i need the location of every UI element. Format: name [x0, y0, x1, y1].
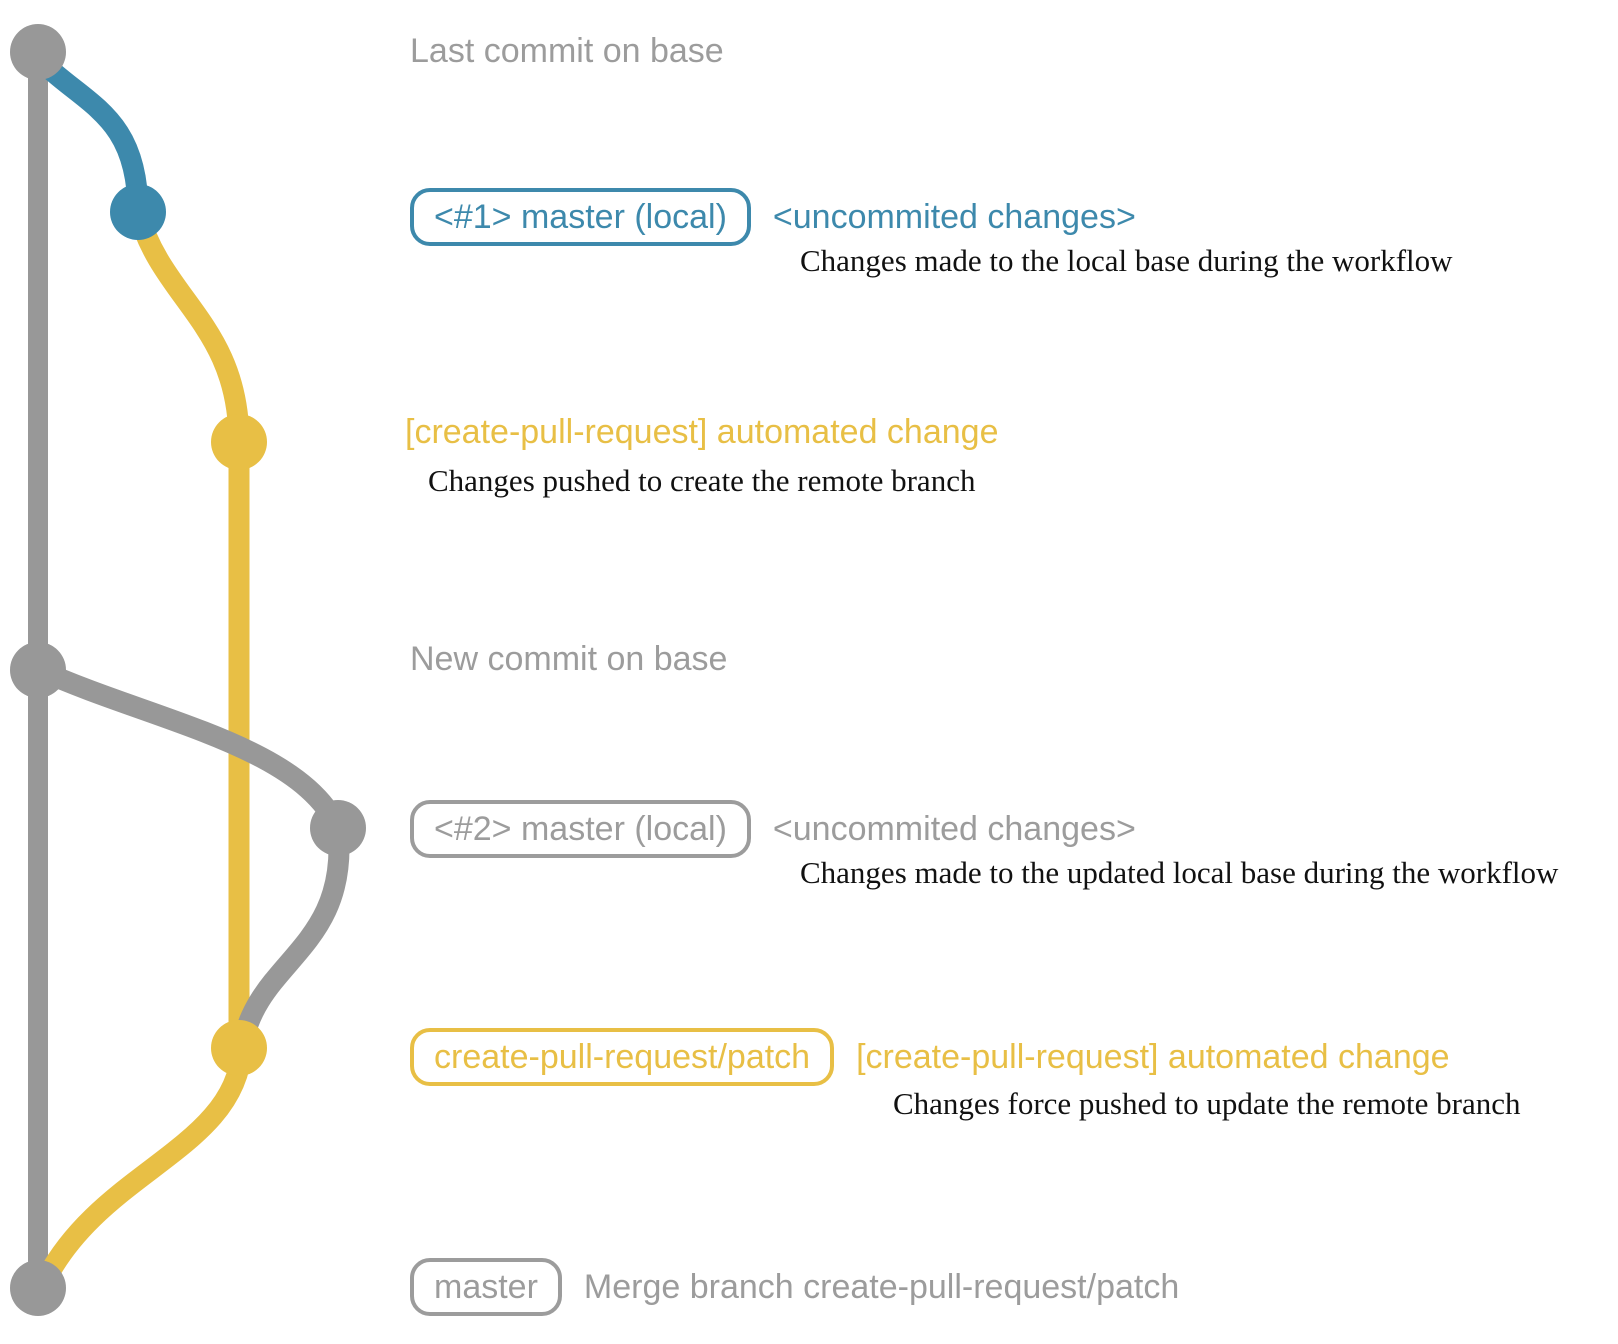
local-branch-out-curve [29, 49, 149, 223]
commit-node-patch-1 [211, 414, 267, 470]
label-new-commit-on-base: New commit on base [410, 640, 728, 678]
branch-ref-badge-master: master [410, 1258, 562, 1316]
branch-ref-badge-patch: create-pull-request/patch [410, 1028, 835, 1086]
commit-message-automated-1: [create-pull-request] automated change [405, 413, 999, 451]
commit-description-automated-2: Changes force pushed to update the remot… [893, 1086, 1521, 1121]
local2-branch-out-curve [29, 659, 349, 839]
commit-node-local-1 [110, 184, 166, 240]
commit-row-merge: master Merge branch create-pull-request/… [410, 1258, 1179, 1316]
commit-row-local-1: <#1> master (local) <uncommited changes> [410, 188, 1136, 246]
commit-description-local-2: Changes made to the updated local base d… [800, 855, 1559, 890]
label-last-commit-on-base: Last commit on base [410, 32, 724, 70]
branch-ref-badge-master-local-2: <#2> master (local) [410, 800, 751, 858]
patch-merge-curve [33, 1037, 253, 1294]
commit-node-new-base [10, 642, 66, 698]
commit-row-local-2: <#2> master (local) <uncommited changes> [410, 800, 1136, 858]
commit-description-automated-1: Changes pushed to create the remote bran… [428, 463, 976, 498]
commit-description-local-1: Changes made to the local base during th… [800, 243, 1453, 278]
commit-message-merge: Merge branch create-pull-request/patch [583, 1267, 1180, 1306]
patch-branch-out-curve [127, 201, 250, 453]
commit-message-automated-2: [create-pull-request] automated change [856, 1037, 1450, 1076]
commit-node-patch-2 [211, 1020, 267, 1076]
commit-message-uncommited-2: <uncommited changes> [772, 809, 1136, 848]
commit-row-patch: create-pull-request/patch [create-pull-r… [410, 1028, 1450, 1086]
commit-node-local-2 [310, 800, 366, 856]
branch-ref-badge-master-local-1: <#1> master (local) [410, 188, 751, 246]
commit-node-merge [10, 1260, 66, 1316]
local2-to-patch-curve [231, 817, 350, 1059]
commit-message-uncommited-1: <uncommited changes> [772, 197, 1136, 236]
commit-node-last-base [10, 24, 66, 80]
